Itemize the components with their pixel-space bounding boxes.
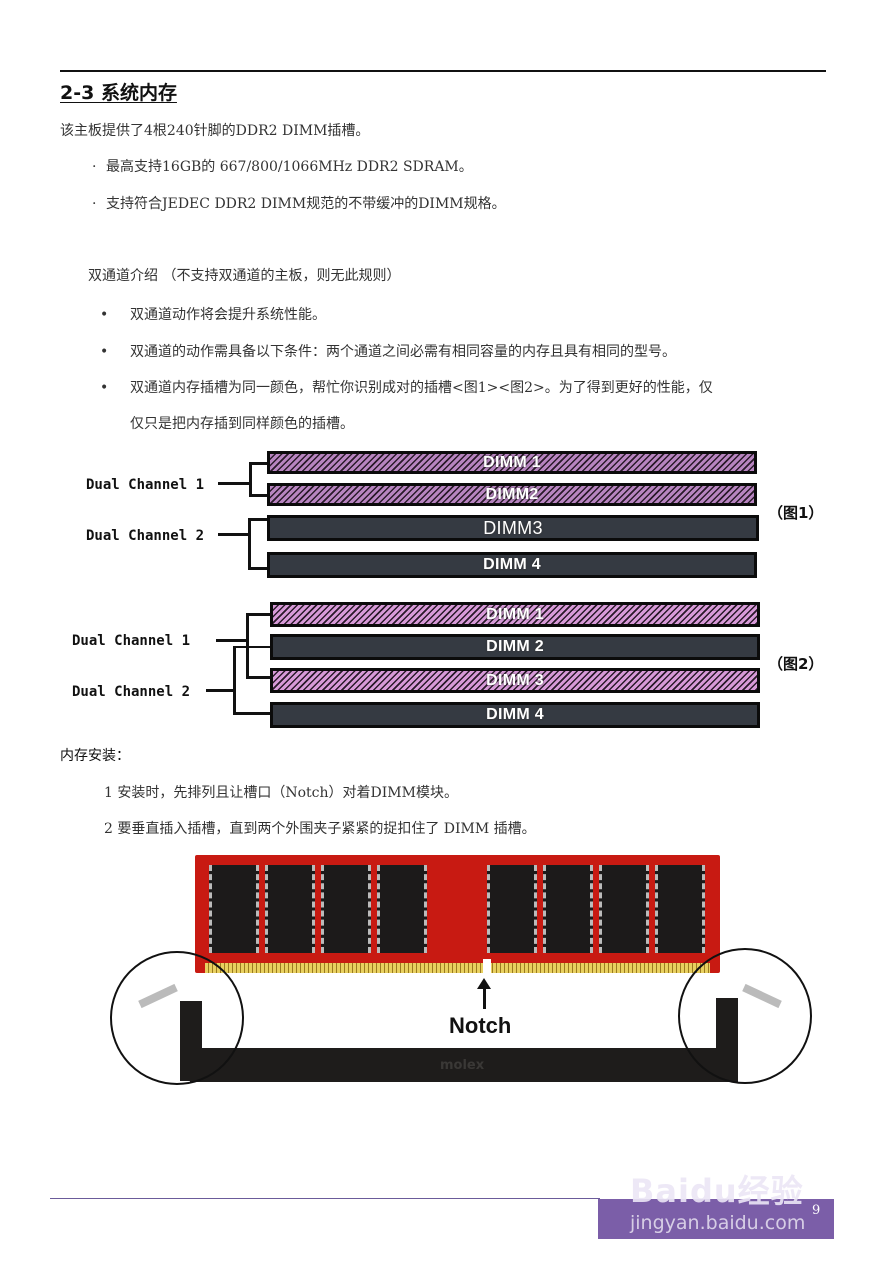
- notch-gap: [483, 959, 491, 973]
- footer-band: [598, 1199, 834, 1239]
- bullet-icon: ·: [92, 196, 97, 212]
- connector-line: [248, 567, 269, 570]
- figure-1-caption: （图1）: [768, 504, 824, 522]
- gold-contacts: [205, 963, 710, 973]
- dimm-slot-3: DIMM 3: [270, 668, 760, 693]
- install-step-1: 1 安装时，先排列且让槽口（Notch）对着DIMM模块。: [104, 785, 458, 801]
- intro-text: 该主板提供了4根240针脚的DDR2 DIMM插槽。: [60, 123, 370, 139]
- dimm-socket: [190, 1048, 730, 1082]
- watermark-logo: Baidu经验: [630, 1172, 804, 1210]
- connector-line: [218, 533, 250, 536]
- connector-line: [206, 689, 236, 692]
- channel-1-label: Dual Channel 1: [86, 477, 205, 493]
- arrow-shaft: [483, 985, 486, 1009]
- connector-line: [233, 646, 236, 714]
- connector-line: [216, 639, 248, 642]
- dimm-slot-4: DIMM 4: [267, 552, 757, 578]
- connector-line: [249, 462, 252, 496]
- connector-line: [249, 494, 269, 497]
- top-rule: [60, 70, 826, 72]
- notch-label: Notch: [449, 1013, 512, 1038]
- dimm-slot-1: DIMM 1: [270, 602, 760, 627]
- channel-1-label: Dual Channel 1: [72, 633, 191, 649]
- dual-channel-heading: 双通道介绍 （不支持双通道的主板，则无此规则）: [88, 268, 401, 284]
- channel-2-label: Dual Channel 2: [86, 528, 205, 544]
- dimm-slot-3: DIMM3: [267, 515, 759, 541]
- dimm-slot-4: DIMM 4: [270, 702, 760, 728]
- memory-chip: [599, 865, 649, 953]
- dual-bullet-3: •双通道内存插槽为同一颜色，帮忙你识别成对的插槽<图1><图2>。为了得到更好的…: [100, 380, 713, 396]
- dimm-slot-2: DIMM2: [267, 483, 757, 506]
- page-number: 9: [812, 1203, 821, 1218]
- bullet-icon: •: [100, 380, 109, 396]
- intro-bullet-1: ·最高支持16GB的 667/800/1066MHz DDR2 SDRAM。: [92, 159, 473, 175]
- memory-chip: [321, 865, 371, 953]
- memory-chip: [487, 865, 537, 953]
- connector-line: [246, 613, 272, 616]
- install-step-2: 2 要垂直插入插槽，直到两个外围夹子紧紧的捉扣住了 DIMM 插槽。: [104, 821, 536, 837]
- connector-line: [248, 518, 251, 570]
- bullet-icon: ·: [92, 159, 97, 175]
- arrow-up-icon: [477, 978, 491, 989]
- ram-module-image: [195, 855, 720, 973]
- dimm-slot-2: DIMM 2: [270, 634, 760, 660]
- installation-heading: 内存安装：: [60, 748, 130, 764]
- bullet-icon: •: [100, 307, 109, 323]
- dual-bullet-2: •双通道的动作需具备以下条件：两个通道之间必需有相同容量的内存且具有相同的型号。: [100, 344, 676, 360]
- dual-bullet-1: •双通道动作将会提升系统性能。: [100, 307, 326, 323]
- zoom-circle-right: [678, 948, 812, 1084]
- memory-chip: [377, 865, 427, 953]
- channel-2-label: Dual Channel 2: [72, 684, 191, 700]
- dual-bullet-3-cont: 仅只是把内存插到同样颜色的插槽。: [130, 416, 354, 432]
- footer-rule: [50, 1198, 600, 1199]
- connector-line: [248, 518, 269, 521]
- memory-chip: [655, 865, 705, 953]
- bullet-icon: •: [100, 344, 109, 360]
- page-title: 2-3 系统内存: [60, 82, 177, 104]
- dimm-slot-1: DIMM 1: [267, 451, 757, 474]
- figure-2-caption: （图2）: [768, 655, 824, 673]
- connector-line: [233, 712, 272, 715]
- connector-line: [218, 482, 250, 485]
- memory-chip: [543, 865, 593, 953]
- intro-bullet-2: ·支持符合JEDEC DDR2 DIMM规范的不带缓冲的DIMM规格。: [92, 196, 506, 212]
- connector-line: [249, 462, 269, 465]
- memory-chip: [265, 865, 315, 953]
- connector-line: [233, 646, 272, 648]
- zoom-circle-left: [110, 951, 244, 1085]
- socket-brand: molex: [440, 1058, 485, 1073]
- connector-line: [246, 676, 272, 679]
- watermark-url: jingyan.baidu.com: [630, 1212, 806, 1234]
- memory-chip: [209, 865, 259, 953]
